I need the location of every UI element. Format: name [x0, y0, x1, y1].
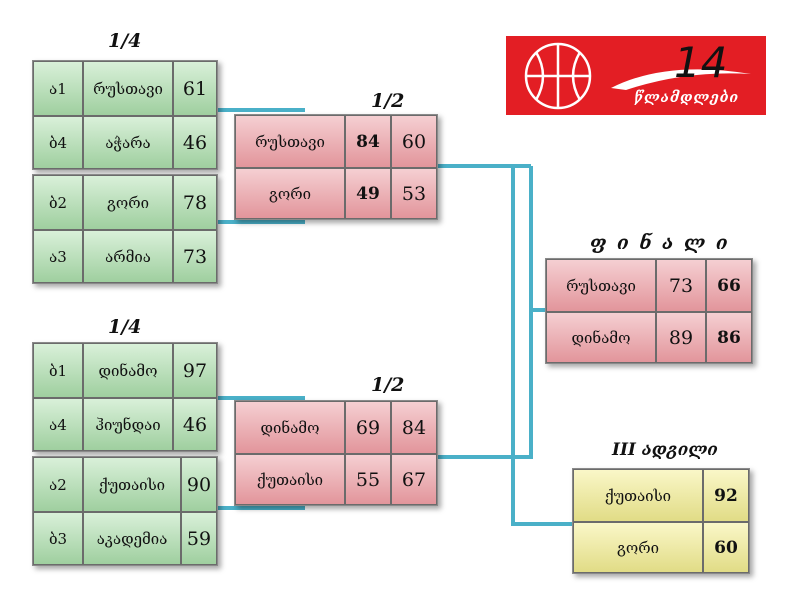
team-cell: ქუთაისი: [235, 454, 345, 505]
score-cell: 53: [391, 168, 437, 219]
team-cell: რუსთავი: [546, 259, 656, 312]
team-cell: რუსთავი: [83, 61, 173, 116]
score-cell: 73: [656, 259, 706, 312]
score-cell: 60: [391, 115, 437, 168]
score-cell: 69: [345, 401, 391, 454]
seed-cell: ა2: [33, 457, 83, 512]
quarter-final-match-2: ბ2 გორი 78 ა3 არმია 73: [32, 174, 218, 284]
tournament-logo: 14 წლამდლები: [506, 36, 766, 115]
semi-final-match-2: დინამო 69 84 ქუთაისი 55 67: [234, 400, 438, 506]
score-cell: 60: [703, 522, 749, 573]
score-cell: 90: [181, 457, 217, 512]
score-cell: 86: [706, 312, 752, 363]
team-cell: გორი: [573, 522, 703, 573]
seed-cell: ა4: [33, 398, 83, 451]
score-cell: 89: [656, 312, 706, 363]
logo-number: 14: [674, 38, 728, 87]
score-cell: 46: [173, 398, 217, 451]
quarter-final-match-3: ბ1 დინამო 97 ა4 ჰიუნდაი 46: [32, 342, 218, 452]
team-cell: გორი: [235, 168, 345, 219]
team-cell: დინამო: [83, 343, 173, 398]
team-cell: ჰიუნდაი: [83, 398, 173, 451]
seed-cell: ა3: [33, 230, 83, 283]
seed-cell: ბ3: [33, 512, 83, 565]
team-cell: გორი: [83, 175, 173, 230]
team-cell: ქუთაისი: [573, 469, 703, 522]
quarter-final-match-1: ა1 რუსთავი 61 ბ4 აჭარა 46: [32, 60, 218, 170]
quarter-final-label-top: 1/4: [108, 30, 142, 52]
team-cell: რუსთავი: [235, 115, 345, 168]
seed-cell: ბ2: [33, 175, 83, 230]
team-cell: არმია: [83, 230, 173, 283]
seed-cell: ა1: [33, 61, 83, 116]
score-cell: 67: [391, 454, 437, 505]
team-cell: აჭარა: [83, 116, 173, 169]
semi-final-match-1: რუსთავი 84 60 გორი 49 53: [234, 114, 438, 220]
score-cell: 61: [173, 61, 217, 116]
third-place-label: III ადგილი: [612, 440, 718, 460]
third-place-match: ქუთაისი 92 გორი 60: [572, 468, 750, 574]
team-cell: დინამო: [546, 312, 656, 363]
final-label: ფ ი ნ ა ლ ი: [590, 232, 730, 254]
score-cell: 59: [181, 512, 217, 565]
score-cell: 92: [703, 469, 749, 522]
score-cell: 84: [345, 115, 391, 168]
semi-final-label-bottom: 1/2: [371, 374, 405, 396]
score-cell: 49: [345, 168, 391, 219]
semi-final-label-top: 1/2: [371, 90, 405, 112]
logo-caption: წლამდლები: [634, 90, 740, 106]
team-cell: ქუთაისი: [83, 457, 181, 512]
basketball-icon: [524, 42, 592, 110]
score-cell: 97: [173, 343, 217, 398]
seed-cell: ბ1: [33, 343, 83, 398]
score-cell: 73: [173, 230, 217, 283]
score-cell: 84: [391, 401, 437, 454]
final-match: რუსთავი 73 66 დინამო 89 86: [545, 258, 753, 364]
score-cell: 46: [173, 116, 217, 169]
quarter-final-label-bottom: 1/4: [108, 316, 142, 338]
score-cell: 66: [706, 259, 752, 312]
score-cell: 55: [345, 454, 391, 505]
score-cell: 78: [173, 175, 217, 230]
seed-cell: ბ4: [33, 116, 83, 169]
swoosh-icon: [611, 69, 751, 90]
team-cell: აკადემია: [83, 512, 181, 565]
team-cell: დინამო: [235, 401, 345, 454]
quarter-final-match-4: ა2 ქუთაისი 90 ბ3 აკადემია 59: [32, 456, 218, 566]
